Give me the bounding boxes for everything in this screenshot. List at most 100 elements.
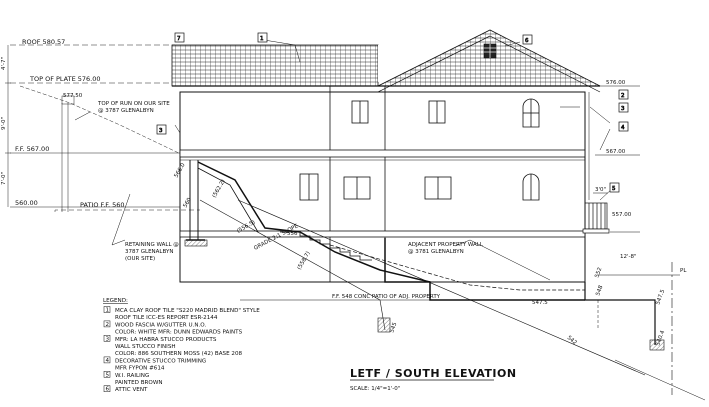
legend-item-box	[103, 356, 111, 364]
legend-item-line: MFR FYPON #614	[115, 366, 165, 372]
tag-boxes: 7 1 6 2 3 4 5 3	[156, 32, 629, 193]
svg-text:548: 548	[595, 284, 604, 296]
legend-item-number: 2	[106, 322, 110, 328]
legend-item-line: DECORATIVE STUCCO TRIMMING	[115, 358, 206, 364]
legend-item-line: MCA CLAY ROOF TILE "S220 MADRID BLEND" S…	[115, 308, 260, 314]
svg-text:TOP OF RUN ON OUR SITE: TOP OF RUN ON OUR SITE	[97, 101, 170, 107]
drawing-title: LETF / SOUTH ELEVATION	[350, 367, 517, 380]
tag-2: 2	[618, 89, 629, 100]
legend-item-line: COLOR: 886 SOUTHERN MOSS (42) BASE 208	[115, 351, 243, 357]
svg-text:560: 560	[183, 196, 194, 209]
svg-text:552: 552	[594, 267, 603, 279]
svg-text:545: 545	[389, 321, 398, 333]
svg-text:ADJACENT PROPERTY WALL: ADJACENT PROPERTY WALL	[408, 242, 484, 248]
legend-item-line: ROOF TILE ICC-ES REPORT ESR-2144	[115, 315, 218, 321]
title-block: LETF / SOUTH ELEVATION SCALE: 1/4"=1'-0"	[350, 367, 517, 392]
tag-5: 5	[609, 182, 620, 193]
tag-3-left: 3	[156, 124, 167, 135]
svg-text:12'-8": 12'-8"	[620, 254, 637, 260]
roof-level: ROOF 580.57	[22, 38, 65, 46]
window-lower-3	[424, 176, 452, 200]
top-of-plate-level: TOP OF PLATE 576.00	[29, 75, 101, 83]
legend-item-box	[103, 385, 111, 392]
dimension-labels: 4'-7" 9'-0" 7'-0" 3'0" 12'-8" PL	[1, 57, 687, 274]
level-lines	[5, 44, 180, 208]
svg-text:5: 5	[612, 186, 616, 192]
legend: LEGEND: 1 MCA CLAY ROOF TILE "S220 MADRID…	[103, 298, 260, 393]
right-footing	[584, 262, 706, 401]
legend-heading: LEGEND:	[103, 298, 128, 304]
svg-text:GRADE 2:1 SLOPE: GRADE 2:1 SLOPE	[253, 223, 300, 252]
svg-text:577.50: 577.50	[63, 93, 83, 99]
svg-text:3'0": 3'0"	[595, 187, 606, 193]
legend-item-number: 4	[106, 358, 110, 364]
legend-item-box	[103, 371, 111, 378]
legend-item-line: WOOD FASCIA W/GUTTER U.N.O.	[115, 322, 206, 328]
svg-text:(OUR SITE): (OUR SITE)	[125, 256, 155, 262]
svg-text:556: 556	[287, 231, 298, 237]
svg-text:3: 3	[621, 106, 625, 112]
svg-text:542: 542	[566, 335, 578, 346]
legend-item-box	[103, 335, 111, 342]
legend-item-line: PAINTED BROWN	[115, 380, 163, 386]
svg-text:F.F. 548 CONC PATIO OF ADJ. P: F.F. 548 CONC PATIO OF ADJ. PROPERTY	[332, 294, 441, 300]
right-level-lines	[585, 85, 640, 233]
window-lower-2	[343, 176, 371, 200]
tag-7: 7	[174, 32, 185, 43]
windows	[299, 98, 540, 201]
ff-upper-level: F.F. 567.00	[15, 145, 49, 153]
tag-1: 1	[257, 32, 268, 43]
svg-text:@ 3787 GLENALBYN: @ 3787 GLENALBYN	[98, 108, 154, 114]
house-roof	[171, 29, 601, 93]
legend-item-box	[103, 306, 111, 313]
stairs	[280, 231, 372, 261]
tag-3-right: 3	[618, 102, 629, 113]
right-557: 557.00	[612, 212, 632, 218]
grade-slope	[199, 199, 646, 376]
tag-4: 4	[618, 121, 629, 132]
svg-text:566.0: 566.0	[174, 162, 187, 179]
legend-item-box	[103, 320, 111, 328]
window-upper-2	[428, 100, 446, 124]
svg-text:2: 2	[621, 93, 625, 99]
drawing-scale: SCALE: 1/4"=1'-0"	[350, 386, 400, 392]
right-567: 567.00	[606, 149, 626, 155]
legend-item-number: 3	[106, 336, 110, 342]
svg-text:7: 7	[177, 36, 181, 42]
ff-lower-level: 560.00	[15, 199, 38, 207]
legend-item-number: 5	[106, 372, 110, 378]
window-lower-left	[299, 173, 319, 201]
legend-item-line: COLOR: WHITE MFR: DUNN EDWARDS PAINTS	[115, 330, 243, 336]
svg-text:7'-0": 7'-0"	[1, 172, 7, 185]
svg-text:9'-0": 9'-0"	[1, 117, 7, 130]
svg-text:(562.2): (562.2)	[212, 179, 227, 199]
legend-item-line: WALL STUCCO FINISH	[115, 344, 176, 350]
level-labels: ROOF 580.57 TOP OF PLATE 576.00 F.F. 567…	[15, 38, 632, 218]
window-lower-arched	[522, 173, 540, 201]
right-576: 576.00	[606, 80, 626, 86]
svg-text:540.4: 540.4	[655, 329, 666, 346]
tag-6: 6	[522, 34, 533, 45]
svg-text:4'-7": 4'-7"	[1, 57, 7, 70]
svg-text:PATIO F.F. 560: PATIO F.F. 560	[80, 201, 125, 209]
svg-text:@ 3781 GLENALBYN: @ 3781 GLENALBYN	[408, 249, 464, 255]
svg-text:547.5: 547.5	[532, 300, 548, 306]
svg-text:547.5: 547.5	[655, 288, 666, 305]
svg-text:PL: PL	[680, 268, 687, 274]
legend-item-number: 6	[106, 387, 110, 393]
svg-text:RETAINING WALL @: RETAINING WALL @	[125, 242, 179, 248]
wi-railing	[582, 202, 610, 234]
window-upper-1	[351, 100, 369, 124]
svg-text:6: 6	[525, 38, 529, 44]
legend-item-line: ATTIC VENT	[115, 387, 148, 393]
legend-item-line: MFR: LA HABRA STUCCO PRODUCTS	[115, 337, 217, 343]
svg-text:1: 1	[260, 36, 264, 42]
window-upper-arched	[522, 98, 540, 128]
svg-text:3787 GLENALBYN: 3787 GLENALBYN	[125, 249, 173, 255]
leader-lines	[74, 39, 614, 281]
legend-item-number: 1	[106, 308, 110, 314]
svg-text:4: 4	[621, 125, 625, 131]
existing-grade-lines	[19, 85, 200, 212]
svg-text:3: 3	[159, 128, 163, 134]
